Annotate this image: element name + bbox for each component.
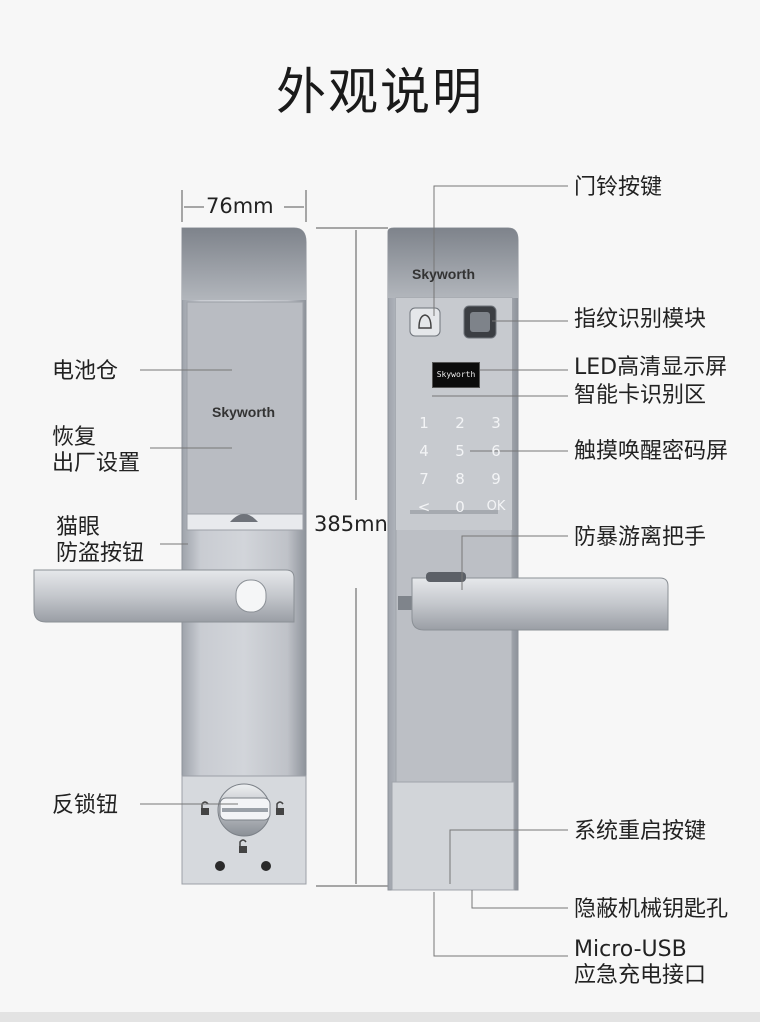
touch-screen-label: 触摸唤醒密码屏: [574, 439, 729, 464]
page-title: 外观说明: [276, 63, 484, 121]
keypad-key[interactable]: 2: [455, 414, 465, 432]
peephole-label-line1: 猫眼: [56, 515, 101, 540]
peephole-label-line2: 防盗按钮: [56, 541, 145, 566]
outer-handle: [398, 572, 669, 631]
keypad-key[interactable]: OK: [486, 499, 506, 514]
left-leader-lines: [140, 369, 238, 805]
keypad-key[interactable]: <: [417, 498, 431, 516]
battery-compartment-label: 电池仓: [52, 359, 119, 384]
lock-knob-label: 反锁钮: [52, 793, 119, 818]
handle-label: 防暴游离把手: [574, 525, 707, 550]
inner-handle: [33, 569, 295, 623]
keypad-key[interactable]: 5: [455, 442, 465, 460]
width-dimension: [181, 190, 307, 222]
keypad-key[interactable]: 4: [419, 442, 429, 460]
usb-port-label-line1: Micro-USB: [574, 937, 687, 962]
doorbell-label: 门铃按键: [574, 175, 663, 200]
keypad-key[interactable]: 3: [491, 414, 501, 432]
led-screen-text: Skyworth: [436, 370, 476, 379]
keypad-key[interactable]: 6: [491, 442, 501, 460]
touch-keypad[interactable]: 1 2 3 4 5 6 7 8 9 < 0 OK: [406, 412, 506, 518]
factory-reset-label-line2: 出厂设置: [52, 451, 141, 476]
card-reader-label: 智能卡识别区: [574, 383, 707, 408]
right-leader-lines: [432, 185, 568, 957]
factory-reset-label-line1: 恢复: [52, 425, 97, 450]
keyhole-label: 隐蔽机械钥匙孔: [574, 897, 729, 922]
outer-lock-body: [387, 227, 519, 891]
usb-port-label-line2: 应急充电接口: [574, 963, 707, 988]
led-display-label: LED高清显示屏: [574, 355, 728, 380]
keypad-key[interactable]: 9: [491, 470, 501, 488]
lock-knob: [217, 783, 271, 837]
led-screen: Skyworth: [432, 362, 480, 388]
height-dimension-label: 385mn: [314, 512, 388, 536]
inner-lock-body: [181, 227, 307, 885]
keypad-key[interactable]: 8: [455, 470, 465, 488]
outer-brand-logo: Skyworth: [412, 266, 476, 282]
height-dimension: [316, 227, 388, 887]
keypad-key[interactable]: 1: [419, 414, 429, 432]
keypad-key[interactable]: 0: [455, 498, 465, 516]
fingerprint-label: 指纹识别模块: [574, 307, 707, 332]
inner-brand-logo: Skyworth: [212, 404, 276, 420]
restart-button-label: 系统重启按键: [574, 819, 707, 844]
keypad-key[interactable]: 7: [419, 470, 429, 488]
width-dimension-label: 76mm: [206, 194, 274, 218]
bottom-band: [0, 1012, 760, 1022]
